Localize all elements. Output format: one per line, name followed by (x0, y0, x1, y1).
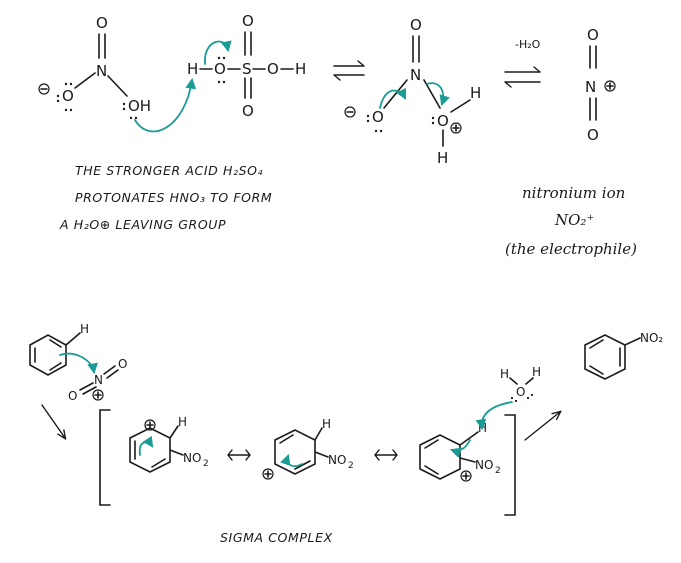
curved-arrow-icon (475, 401, 513, 431)
curved-arrow-icon (59, 352, 98, 375)
atom-h: H (437, 149, 448, 167)
water-loss-label: -H₂O (515, 38, 541, 51)
atom-o: O (587, 126, 599, 144)
atom-oh: OH (128, 97, 151, 115)
resonance-arrow-icon (227, 449, 251, 461)
atom-n: NO (183, 451, 201, 465)
curved-arrow-icon (138, 435, 154, 456)
resonance-arrow-icon (374, 449, 398, 461)
sigma-complex-resonance-1: H NO 2 (129, 415, 209, 473)
sigma-complex-label: SIGMA COMPLEX (220, 530, 333, 545)
atom-n: N (410, 66, 421, 84)
equilibrium-arrow-icon (504, 66, 541, 88)
atom-o: O (587, 26, 599, 44)
svg-text:2: 2 (203, 459, 209, 469)
water-molecule: H O H (500, 365, 541, 403)
atom-o: O (242, 102, 254, 120)
benzene-reactant: H (29, 322, 89, 376)
nitric-acid-molecule: O N O OH (38, 14, 151, 120)
protonated-nitric-acid: O N O O H H (344, 16, 481, 167)
atom-n: N (94, 373, 103, 387)
curved-arrow-icon (280, 453, 303, 468)
atom-o: O (96, 14, 108, 32)
atom-o: O (214, 60, 226, 78)
atom-h: H (500, 367, 509, 381)
positive-charge-icon (450, 122, 462, 134)
atom-o-minus: O (372, 108, 384, 126)
positive-charge-icon (460, 470, 472, 482)
atom-o: O (267, 60, 279, 78)
positive-charge-icon (604, 80, 616, 92)
negative-charge-icon (38, 83, 50, 95)
atom-o-minus: O (62, 87, 74, 105)
atom-n: NO (328, 453, 346, 467)
negative-charge-icon (344, 106, 356, 118)
reaction-arrow-icon (41, 404, 65, 438)
positive-charge-icon (144, 419, 156, 431)
atom-o: O (68, 389, 77, 403)
nitronium-structure: O N O (585, 26, 616, 144)
curved-arrow-icon (134, 77, 197, 133)
nitro-substituent: NO₂ (640, 331, 663, 345)
atom-n: N (96, 62, 107, 80)
nitronium-name: nitronium ion (522, 184, 625, 202)
atom-s: S (242, 60, 252, 78)
nitronium-reactant: N O O (68, 357, 127, 403)
reaction-arrow-icon (524, 412, 560, 441)
curved-arrow-icon (379, 87, 406, 109)
atom-o-plus: O (437, 112, 449, 130)
caption-line-1: THE STRONGER ACID H₂SO₄ (75, 163, 263, 178)
svg-text:2: 2 (495, 466, 501, 476)
atom-o: O (516, 385, 525, 399)
atom-h: H (80, 322, 89, 336)
atom-h: H (470, 84, 481, 102)
atom-h: H (322, 417, 331, 431)
electrophile-label: (the electrophile) (505, 240, 637, 258)
atom-h: H (295, 60, 306, 78)
atom-o: O (118, 357, 127, 371)
nitrobenzene-product (584, 334, 641, 380)
curved-arrow-icon (426, 82, 450, 107)
nitronium-formula: NO₂⁺ (554, 211, 594, 229)
bracket-right (504, 414, 516, 516)
positive-charge-icon (92, 389, 104, 401)
atom-o: O (410, 16, 422, 34)
atom-h: H (187, 60, 198, 78)
atom-o: O (242, 12, 254, 30)
svg-text:2: 2 (348, 461, 354, 471)
positive-charge-icon (262, 468, 274, 480)
atom-n: NO (475, 458, 493, 472)
bracket-left (99, 409, 111, 506)
atom-n: N (585, 78, 596, 96)
caption-line-2: PROTONATES HNO₃ TO FORM (75, 190, 272, 205)
curved-arrow-icon (204, 40, 232, 65)
equilibrium-arrow-icon (333, 60, 365, 81)
caption-line-3: A H₂O⊕ LEAVING GROUP (59, 217, 226, 232)
atom-h: H (178, 415, 187, 429)
atom-h: H (532, 365, 541, 379)
curved-arrow-icon (449, 439, 471, 458)
sigma-complex-resonance-2: H NO 2 (262, 417, 354, 480)
sulfuric-acid-molecule: H O S O H O O (187, 12, 306, 120)
